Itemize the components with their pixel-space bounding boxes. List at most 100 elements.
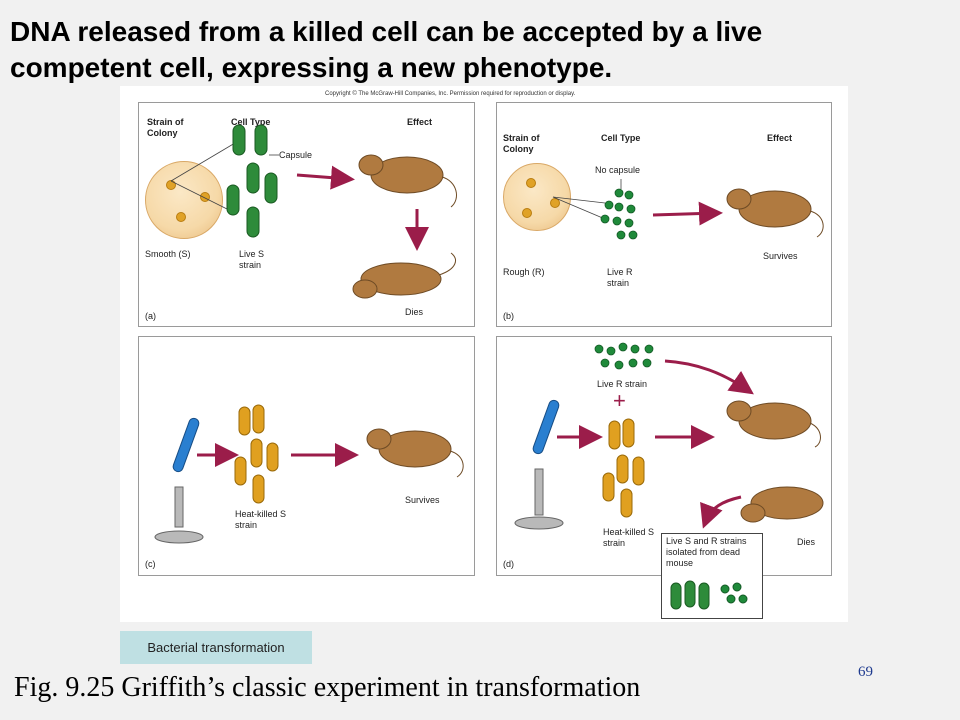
colony: [526, 178, 536, 188]
effect-label: Survives: [763, 251, 798, 261]
panel-a: Strain of Colony Cell Type Effect Capsul…: [138, 102, 475, 327]
strain-heading: Strain of Colony: [147, 117, 184, 138]
mouse-alive-icon: [358, 154, 457, 208]
griffith-experiment-figure: Copyright © The McGraw-Hill Companies, I…: [120, 86, 848, 622]
s-cell: [684, 580, 696, 608]
colony: [166, 180, 176, 190]
smooth-colony-plate: [145, 161, 223, 239]
cell-label: Heat-killed S strain: [603, 527, 655, 548]
capsule-label: No capsule: [595, 165, 641, 175]
heat-killed-cell: [250, 438, 263, 468]
strain-label: Rough (R): [503, 267, 545, 277]
r-cell: [644, 344, 654, 354]
r-cell: [614, 202, 624, 212]
r-cell: [606, 346, 616, 356]
mouse-alive-icon: [366, 428, 464, 478]
capsule-label: Capsule: [279, 150, 313, 160]
isolated-cells-box: Live S and R strains isolated from dead …: [661, 533, 763, 619]
r-cell: [738, 594, 748, 604]
effect-label: Survives: [405, 495, 440, 505]
heat-killed-cell: [602, 472, 615, 502]
strain-heading: Strain of Colony: [503, 133, 540, 154]
panel-label: (b): [503, 311, 514, 321]
bunsen-burner-icon: [154, 486, 204, 544]
r-cell: [628, 230, 638, 240]
r-cell: [626, 204, 636, 214]
r-cell: [612, 216, 622, 226]
slide-number: 69: [858, 664, 873, 680]
r-cell: [732, 582, 742, 592]
s-cell: [226, 184, 240, 216]
panel-b-drawing: [552, 179, 824, 240]
s-cell: [264, 172, 278, 204]
effect-label: Dies: [405, 307, 424, 317]
s-cell: [698, 582, 710, 610]
colony: [550, 198, 560, 208]
effect-label: Dies: [797, 537, 816, 547]
cell-type-heading: Cell Type: [601, 133, 641, 143]
colony: [522, 208, 532, 218]
r-cell: [594, 344, 604, 354]
isolated-label: Live S and R strains isolated from dead …: [666, 536, 747, 568]
live-r-label: Live R strain: [597, 379, 648, 389]
s-cell: [254, 124, 268, 156]
r-cell: [600, 358, 610, 368]
effect-heading: Effect: [407, 117, 433, 127]
panel-label: (a): [145, 311, 156, 321]
heat-killed-cell: [238, 406, 251, 436]
r-cell: [726, 594, 736, 604]
s-cell: [232, 124, 246, 156]
plus-sign: +: [613, 388, 626, 413]
cell-label: Live R strain: [607, 267, 633, 288]
cell-label: Live S strain: [239, 249, 265, 270]
heat-killed-cell: [252, 404, 265, 434]
mouse-dead-icon: [740, 486, 824, 523]
s-cell: [670, 582, 682, 610]
effect-heading: Effect: [767, 133, 793, 143]
heat-killed-cell: [622, 418, 635, 448]
r-cell: [642, 358, 652, 368]
r-cell: [614, 188, 624, 198]
isolated-cells: [670, 580, 748, 610]
colony: [200, 192, 210, 202]
r-cell: [616, 230, 626, 240]
r-cell: [618, 342, 628, 352]
r-cell: [628, 358, 638, 368]
strain-label: Smooth (S): [145, 249, 191, 259]
r-cell: [624, 190, 634, 200]
cell-label: Heat-killed S strain: [235, 509, 287, 530]
r-cell: [604, 200, 614, 210]
heat-killed-cell: [620, 488, 633, 518]
test-tube-icon: [172, 417, 200, 473]
panel-label: (c): [145, 559, 156, 569]
mouse-dead-icon: [352, 252, 456, 299]
panel-a-drawing: [170, 124, 457, 299]
s-cell: [246, 162, 260, 194]
test-tube-icon: [532, 399, 560, 455]
r-cell: [614, 360, 624, 370]
panel-d-drawing: [514, 342, 824, 610]
colony: [176, 212, 186, 222]
mouse-alive-icon: [726, 400, 821, 448]
heat-killed-cell: [632, 456, 645, 486]
heat-killed-cell: [234, 456, 247, 486]
mouse-alive-icon: [726, 188, 824, 238]
rough-colony-plate: [503, 163, 571, 231]
r-cell: [720, 584, 730, 594]
heat-killed-cell: [266, 442, 279, 472]
bunsen-burner-icon: [514, 468, 564, 530]
cell-type-heading: Cell Type: [231, 117, 271, 127]
heat-killed-cell: [252, 474, 265, 504]
heat-killed-cell: [608, 420, 621, 450]
s-cell: [246, 206, 260, 238]
copyright-notice: Copyright © The McGraw-Hill Companies, I…: [325, 91, 576, 97]
panel-label: (d): [503, 559, 514, 569]
figure-caption: Fig. 9.25 Griffith’s classic experiment …: [14, 672, 641, 703]
bacterial-transformation-tag: Bacterial transformation: [120, 631, 312, 664]
slide-heading: DNA released from a killed cell can be a…: [10, 16, 763, 83]
panel-d: Live R strain + Heat-killed S strain Die…: [496, 336, 832, 619]
panel-c: Heat-killed S strain Survives (c): [138, 336, 475, 576]
panel-b: Strain of Colony Cell Type Effect No cap…: [496, 102, 832, 327]
heat-killed-cell: [616, 454, 629, 484]
r-cell: [630, 344, 640, 354]
